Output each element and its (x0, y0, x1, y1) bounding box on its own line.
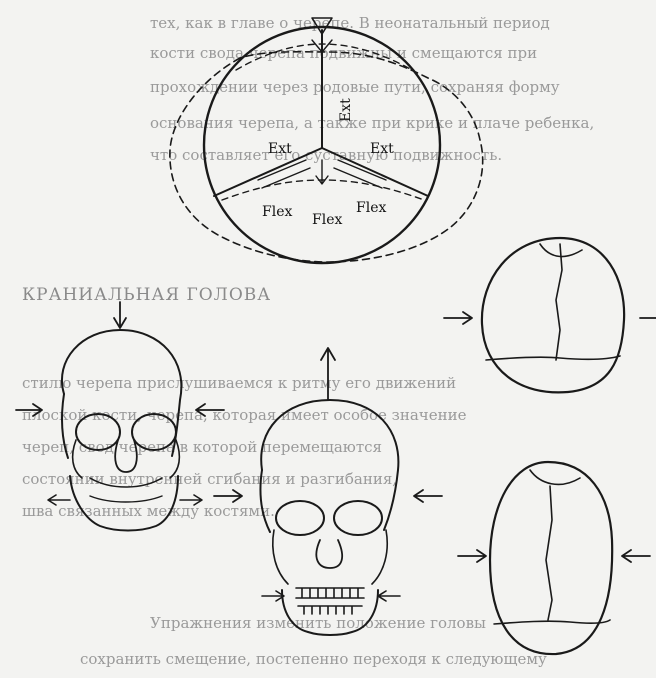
label-ext-vertical: Ext (338, 98, 354, 122)
bg-line: шва связанных между костями. (22, 502, 275, 520)
bg-line: Упражнения изменить положение головы (150, 614, 486, 632)
nasal-aperture (316, 540, 342, 568)
bg-line: стилю черепа прислушиваемся к ритму его … (22, 374, 456, 392)
arrow-right-icon (444, 312, 472, 324)
arrow-left-icon (622, 550, 650, 562)
arrow-down-icon (114, 302, 126, 328)
bg-line: что составляет его суставную подвижность… (150, 146, 502, 164)
bg-line: прохождении через родовые пути, сохраняя… (150, 78, 560, 96)
sagittal-suture (556, 244, 562, 360)
arrow-right-small-icon (262, 591, 284, 601)
lambdoid-suture (494, 620, 610, 624)
arrow-right-icon (458, 550, 486, 562)
bg-line: сохранить смещение, постепенно переходя … (80, 650, 547, 668)
sagittal-suture (546, 486, 552, 620)
skull-outline (490, 462, 612, 654)
arrow-left-icon (414, 490, 442, 502)
arrow-left-small-icon (378, 591, 400, 601)
bg-line: состоянии внутренней сгибания и разгибан… (22, 470, 397, 488)
label-ext-left: Ext (268, 141, 292, 157)
skull-outline (482, 238, 624, 392)
bg-section-heading: КРАНИАЛЬНАЯ ГОЛОВА (22, 285, 271, 305)
label-flex-right: Flex (356, 200, 386, 216)
label-ext-right: Ext (370, 141, 394, 157)
lambdoid-suture (486, 356, 620, 360)
cheek-right (372, 530, 387, 584)
cheek-left (273, 530, 288, 584)
background-text-middle: стилю черепа прислушиваемся к ритму его … (22, 374, 467, 520)
eye-socket-left (276, 501, 324, 535)
background-text-bottom: Упражнения изменить положение головы сох… (80, 614, 547, 668)
label-flex-left: Flex (262, 204, 292, 220)
vertex-view-upper (444, 238, 656, 392)
upper-teeth (296, 588, 364, 598)
eye-socket-right (334, 501, 382, 535)
arrow-right-icon (214, 490, 242, 502)
coronal-suture (530, 470, 580, 484)
label-flex-center: Flex (312, 212, 342, 228)
vertex-view-lower (458, 462, 650, 654)
bg-line: основания черепа, а также при крике и пл… (150, 114, 594, 132)
lower-teeth (298, 606, 362, 614)
